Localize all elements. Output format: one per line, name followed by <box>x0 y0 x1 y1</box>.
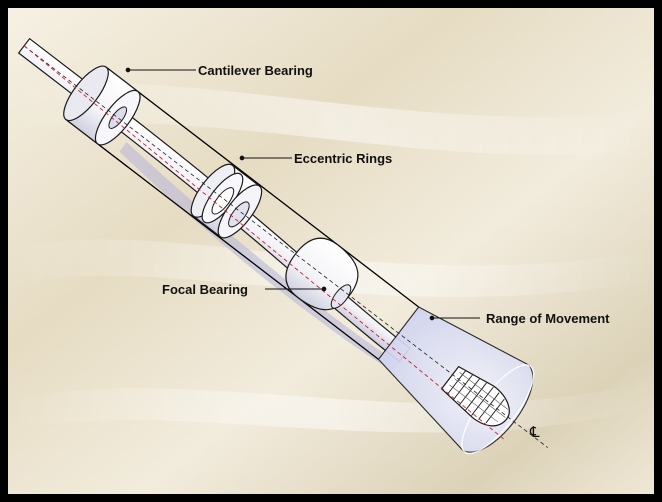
tool-centerline <box>23 45 548 448</box>
label-range-of-movement: Range of Movement <box>486 311 610 326</box>
shaft-shadow <box>119 142 399 372</box>
leader-lines <box>125 67 480 321</box>
centerline-symbol: ℄ <box>529 423 540 441</box>
housing-upper-line <box>107 67 420 308</box>
label-cantilever-bearing: Cantilever Bearing <box>198 63 313 78</box>
label-eccentric-rings: Eccentric Rings <box>294 151 392 166</box>
tool-assembly <box>17 37 548 455</box>
housing-lower-line <box>67 120 379 360</box>
drill-bit <box>440 365 510 427</box>
focal-bearing <box>285 237 359 311</box>
deflected-centerline <box>23 45 505 440</box>
label-focal-bearing: Focal Bearing <box>162 282 248 297</box>
